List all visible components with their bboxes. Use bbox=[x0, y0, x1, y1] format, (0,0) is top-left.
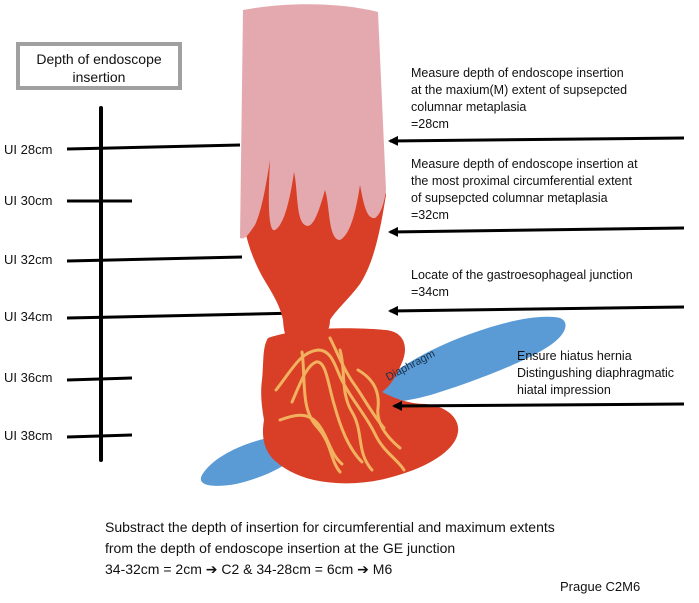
tick-36cm bbox=[66, 376, 133, 382]
note-circumferential-line3: of supsepcted columnar metaplasia bbox=[411, 191, 608, 205]
depth-title-box: Depth of endoscope insertion bbox=[16, 42, 182, 90]
summary-line2: from the depth of endoscope insertion at… bbox=[105, 540, 456, 556]
note-circumferential-line1: Measure depth of endoscope insertion at bbox=[411, 157, 638, 171]
note-hernia-line1: Ensure hiatus hernia bbox=[517, 349, 632, 363]
tick-label-32cm: UI 32cm bbox=[4, 252, 53, 267]
note-circumferential-line2: the most proximal circumferential extent bbox=[411, 174, 632, 188]
note-maximum-line4: =28cm bbox=[411, 117, 449, 131]
summary-line1: Substract the depth of insertion for cir… bbox=[105, 519, 555, 535]
tick-label-38cm: UI 38cm bbox=[4, 428, 53, 443]
note-maximum-line3: columnar metaplasia bbox=[411, 100, 527, 114]
note-gej-line1: Locate of the gastroesophageal junction bbox=[411, 268, 633, 282]
tick-34cm bbox=[66, 311, 301, 320]
arrow-maximum-extent bbox=[388, 135, 685, 146]
esophagus-squamous-mucosa bbox=[240, 4, 386, 240]
tick-28cm bbox=[66, 143, 241, 151]
arrow-circumferential-extent bbox=[388, 226, 685, 237]
depth-title-line1: Depth of endoscope bbox=[36, 51, 162, 67]
note-circumferential-extent: Measure depth of endoscope insertion at … bbox=[411, 156, 638, 224]
note-maximum-line2: at the maxium(M) extent of supsepcted bbox=[411, 83, 628, 97]
summary-text: Substract the depth of insertion for cir… bbox=[105, 517, 555, 580]
gastric-rugae bbox=[274, 336, 406, 474]
depth-title-line2: insertion bbox=[72, 69, 126, 85]
tick-label-36cm: UI 36cm bbox=[4, 370, 53, 385]
note-maximum-extent: Measure depth of endoscope insertion at … bbox=[411, 65, 627, 133]
diaphragm-upper bbox=[368, 316, 566, 403]
note-gej-line2: =34cm bbox=[411, 285, 449, 299]
tick-label-30cm: UI 30cm bbox=[4, 193, 53, 208]
tick-32cm bbox=[66, 255, 243, 263]
arrow-gej bbox=[388, 305, 685, 316]
tick-label-34cm: UI 34cm bbox=[4, 309, 53, 324]
note-hiatus-hernia: Ensure hiatus hernia Distingushing diaph… bbox=[517, 348, 674, 399]
tick-38cm bbox=[66, 433, 133, 439]
note-maximum-line1: Measure depth of endoscope insertion bbox=[411, 66, 624, 80]
arrow-hiatal-impression bbox=[392, 400, 685, 411]
summary-line3: 34-32cm = 2cm ➔ C2 & 34-28cm = 6cm ➔ M6 bbox=[105, 561, 393, 577]
tick-label-28cm: UI 28cm bbox=[4, 142, 53, 157]
note-gej: Locate of the gastroesophageal junction … bbox=[411, 267, 633, 301]
note-circumferential-line4: =32cm bbox=[411, 208, 449, 222]
note-hernia-line3: hiatal impression bbox=[517, 383, 611, 397]
note-hernia-line2: Distingushing diaphragmatic bbox=[517, 366, 675, 380]
prague-classification-result: Prague C2M6 bbox=[560, 579, 641, 594]
